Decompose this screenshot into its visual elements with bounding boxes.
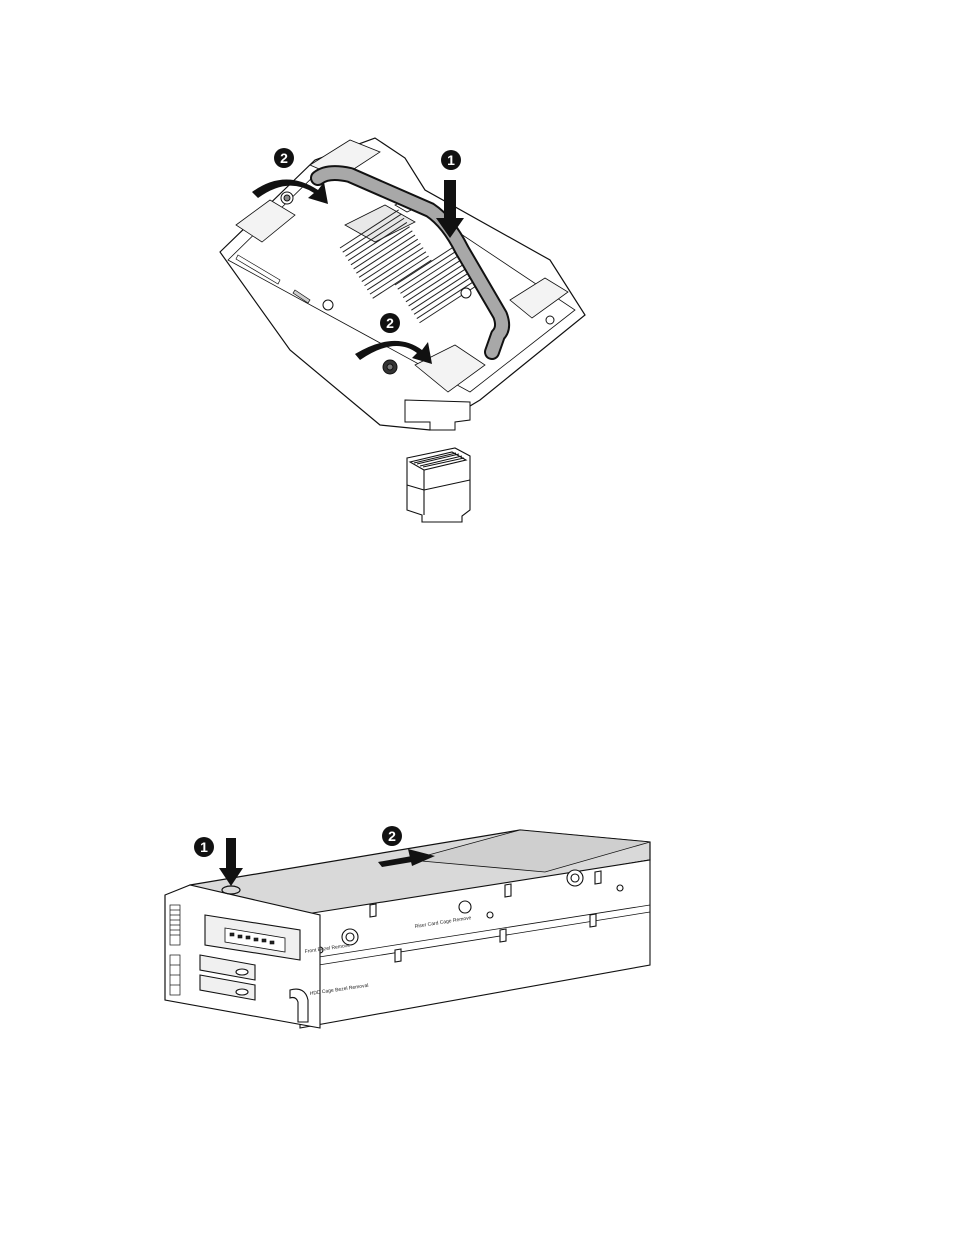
callout-step-2b-text: 2	[386, 315, 394, 331]
heatsink-illustration: 1 2 2	[200, 130, 600, 550]
callout-step-2a-text: 2	[280, 150, 288, 166]
callout-step-2a: 2	[274, 148, 294, 168]
callout-step-2-text: 2	[388, 828, 396, 844]
heatsink-removal-figure: 1 2 2	[200, 130, 600, 550]
callout-step-1: 1	[194, 837, 214, 857]
callout-step-2: 2	[382, 826, 402, 846]
access-panel-removal-figure: Front Bezel Remove Riser Card Cage Remov…	[150, 800, 670, 1040]
callout-step-1: 1	[441, 150, 461, 170]
blade-server-illustration: Front Bezel Remove Riser Card Cage Remov…	[150, 800, 670, 1040]
callout-step-2b: 2	[380, 313, 400, 333]
callout-step-1-text: 1	[447, 152, 455, 168]
callout-step-1-text: 1	[200, 839, 208, 855]
heatsink-module	[407, 448, 470, 522]
